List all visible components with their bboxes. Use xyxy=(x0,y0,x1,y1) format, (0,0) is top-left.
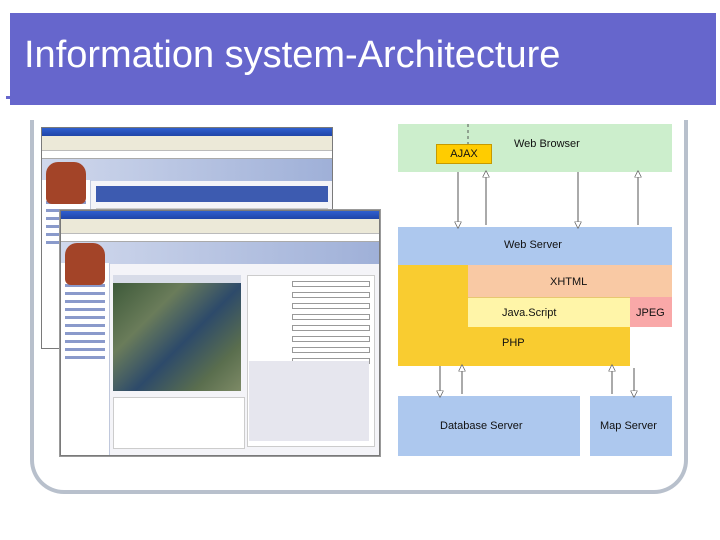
title-bar xyxy=(10,13,716,105)
window-address-bar xyxy=(42,151,332,159)
window-menubar xyxy=(61,219,379,224)
map-toolbar xyxy=(113,275,241,283)
window-titlebar xyxy=(42,128,332,136)
database-server-label: Database Server xyxy=(440,420,523,432)
connector-arrows xyxy=(398,124,672,456)
site-banner xyxy=(42,159,332,181)
notes-panel xyxy=(113,397,245,449)
xhtml-block xyxy=(468,265,672,297)
jpeg-block xyxy=(630,297,672,327)
web-browser-label: Web Browser xyxy=(514,138,580,150)
window-toolbar xyxy=(61,224,379,234)
window-titlebar xyxy=(61,211,379,219)
database-server-block xyxy=(398,396,580,456)
ajax-block: AJAX xyxy=(436,144,492,164)
javascript-block xyxy=(468,297,630,327)
site-drawing-image xyxy=(249,361,369,441)
screenshot-front xyxy=(60,210,380,456)
slide-title: Information system-Architecture xyxy=(24,34,561,76)
php-label: PHP xyxy=(502,337,525,349)
web-server-block xyxy=(398,227,672,265)
mascot-image xyxy=(46,162,86,204)
site-sidebar xyxy=(61,263,110,455)
window-menubar xyxy=(42,136,332,141)
javascript-label: Java.Script xyxy=(502,307,557,319)
map-server-block xyxy=(590,396,672,456)
satellite-map xyxy=(113,283,241,391)
web-server-label: Web Server xyxy=(504,239,562,251)
xhtml-label: XHTML xyxy=(550,276,588,288)
site-banner xyxy=(61,242,379,264)
map-server-label: Map Server xyxy=(600,420,657,432)
content-frame xyxy=(30,120,688,494)
window-toolbar xyxy=(42,141,332,151)
architecture-diagram: Web Browser AJAX Web Server XHTML Java.S… xyxy=(398,124,672,456)
site-section-header xyxy=(96,186,328,202)
window-address-bar xyxy=(61,234,379,242)
mascot-image xyxy=(65,243,105,285)
jpeg-label: JPEG xyxy=(636,307,665,319)
title-underline xyxy=(6,96,636,99)
